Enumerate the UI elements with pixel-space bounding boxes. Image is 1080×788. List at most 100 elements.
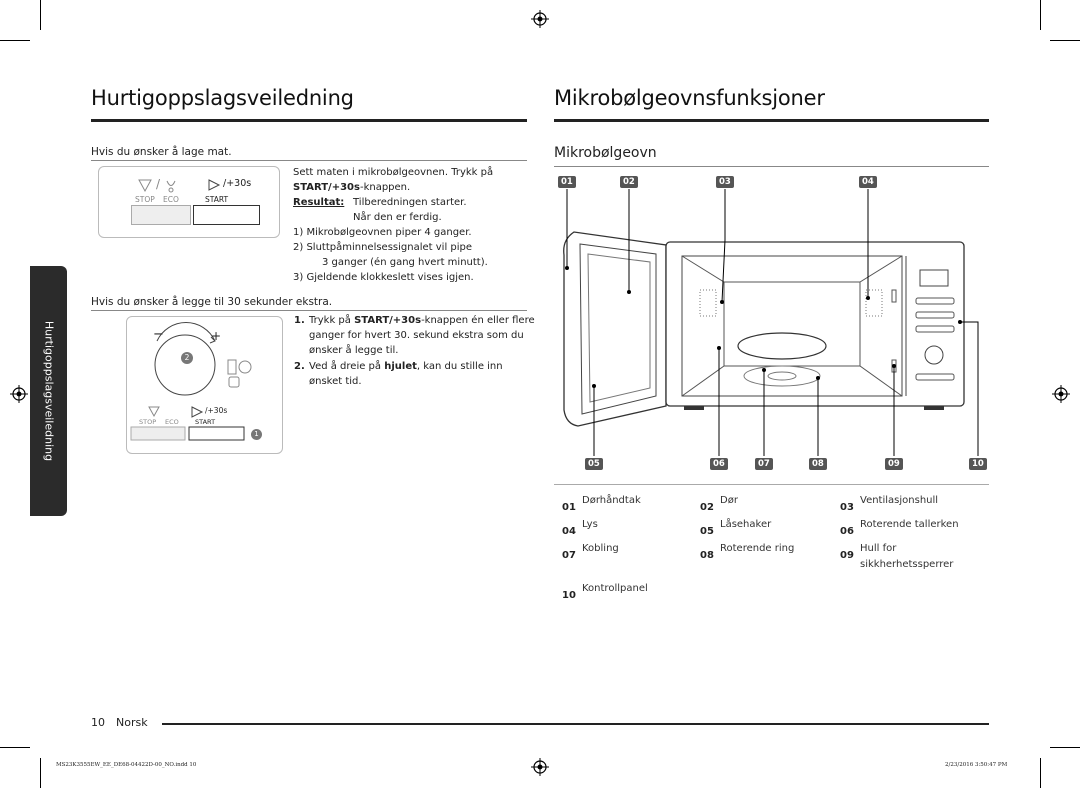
intro-rest: -knappen.: [359, 182, 411, 193]
step-number: 1.: [294, 315, 305, 326]
callout-09: 09: [885, 458, 903, 470]
start-button-name: START/+30s: [293, 182, 360, 193]
list-item: 2) Sluttpåminnelsessignalet vil pipe: [293, 242, 473, 253]
legend-label: Kobling: [582, 543, 619, 554]
indd-filename: MS23K3555EW_EE_DE68-04422D-00_NO.indd 10: [56, 762, 197, 768]
divider: [554, 166, 989, 167]
crop-mark: [1040, 0, 1041, 30]
start-label: START: [195, 418, 216, 426]
callout-08: 08: [809, 458, 827, 470]
intro-line: Sett maten i mikrobølgeovnen. Trykk på: [293, 167, 494, 178]
step2-text: Ved å dreie på: [309, 361, 382, 372]
footer-rule: [162, 723, 989, 725]
step1-line: Trykk på START/+30s-knappen én eller fle…: [309, 314, 535, 329]
legend-number: 06: [840, 526, 854, 537]
section1-heading: Hvis du ønsker å lage mat.: [91, 146, 232, 158]
step1-text: ønsker å legge til.: [309, 345, 399, 356]
crop-mark: [1050, 40, 1080, 41]
title-rule: [91, 119, 527, 122]
section2-heading: Hvis du ønsker å legge til 30 sekunder e…: [91, 296, 333, 308]
legend-number: 01: [562, 502, 576, 513]
legend-label: Lys: [582, 519, 598, 530]
callout-05: 05: [585, 458, 603, 470]
section-subtitle: Mikrobølgeovn: [554, 145, 657, 161]
legend-label: Låsehaker: [720, 519, 772, 530]
legend-item: 05: [700, 519, 714, 538]
callout-2-badge: 2: [181, 352, 193, 364]
start-button-name: START/+30s: [354, 315, 422, 326]
list-item: 3 ganger (én gang hvert minutt).: [322, 257, 488, 268]
callout-04: 04: [859, 176, 877, 188]
callout-10: 10: [969, 458, 987, 470]
registration-mark-icon: [1052, 385, 1070, 403]
callout-1-badge: 1: [251, 429, 262, 440]
registration-mark-icon: [531, 758, 549, 776]
legend-number: 08: [700, 550, 714, 561]
legend-number: 07: [562, 550, 576, 561]
legend-label: sikkherhetssperrer: [860, 559, 954, 570]
eco-label: ECO: [165, 418, 179, 426]
divider: [91, 160, 527, 161]
crop-mark: [40, 758, 41, 788]
list-item: 1) Mikrobølgeovnen piper 4 ganger.: [293, 227, 472, 238]
title-rule: [554, 119, 989, 122]
stop-label: STOP: [135, 195, 155, 204]
eco-icon: [166, 180, 176, 193]
result-label: Resultat:: [293, 197, 345, 208]
stop-label: STOP: [139, 418, 157, 426]
plus30-label: /+30s: [205, 406, 228, 415]
legend-number: 09: [840, 550, 854, 561]
list-item: 3) Gjeldende klokkeslett vises igjen.: [293, 272, 474, 283]
legend-number: 04: [562, 526, 576, 537]
legend-label: Dørhåndtak: [582, 495, 641, 506]
start-label: START: [205, 195, 229, 204]
control-panel-dial-illustration: − + 2 /+30s STOP ECO START 1: [126, 316, 283, 454]
right-page-title: Mikrobølgeovnsfunksjoner: [554, 86, 825, 110]
legend-item: 02: [700, 495, 714, 514]
callout-02: 02: [620, 176, 638, 188]
legend-item: 06: [840, 519, 854, 538]
eco-label: ECO: [163, 195, 179, 204]
microwave-diagram: [563, 189, 979, 456]
step-number: 2.: [294, 361, 305, 372]
legend-label: Roterende tallerken: [860, 519, 959, 530]
crop-mark: [1050, 747, 1080, 748]
start-icon: [208, 179, 221, 191]
legend-item: 10: [562, 583, 576, 602]
stop-icon: [138, 179, 152, 193]
step1-text: ganger for hvert 30. sekund ekstra som d…: [309, 330, 524, 341]
registration-mark-icon: [531, 10, 549, 28]
legend-label: Hull for: [860, 543, 897, 554]
control-panel-illustration: / /+30s STOP ECO START: [98, 166, 280, 238]
sidebar-label: Hurtigoppslagsveiledning: [42, 320, 55, 462]
legend-label: Kontrollpanel: [582, 583, 648, 594]
section-sidebar-tab: Hurtigoppslagsveiledning: [30, 266, 67, 516]
legend-item: 04: [562, 519, 576, 538]
callout-03: 03: [716, 176, 734, 188]
divider: [554, 484, 989, 485]
stop-button: [131, 205, 191, 225]
minus-label: −: [153, 327, 164, 342]
legend-label: Dør: [720, 495, 738, 506]
legend-item: 07: [562, 543, 576, 562]
page-number: 10: [91, 716, 105, 729]
result-text: Tilberedningen starter.: [353, 197, 467, 208]
legend-item: 09: [840, 543, 854, 562]
callout-01: 01: [558, 176, 576, 188]
crop-mark: [0, 747, 30, 748]
legend-number: 10: [562, 590, 576, 601]
crop-mark: [40, 0, 41, 30]
crop-mark: [0, 40, 30, 41]
step2-line: Ved å dreie på hjulet, kan du stille inn: [309, 360, 503, 375]
print-timestamp: 2/23/2016 3:50:47 PM: [945, 762, 1008, 768]
callout-07: 07: [755, 458, 773, 470]
plus-label: +: [211, 329, 222, 343]
registration-mark-icon: [10, 385, 28, 403]
result-text: Når den er ferdig.: [353, 212, 442, 223]
legend-label: Roterende ring: [720, 543, 795, 554]
legend-item: 03: [840, 495, 854, 514]
intro-button-line: START/+30s-knappen.: [293, 181, 410, 196]
step1-text: Trykk på: [309, 315, 351, 326]
left-page-title: Hurtigoppslagsveiledning: [91, 86, 354, 110]
start-button: [193, 205, 260, 225]
